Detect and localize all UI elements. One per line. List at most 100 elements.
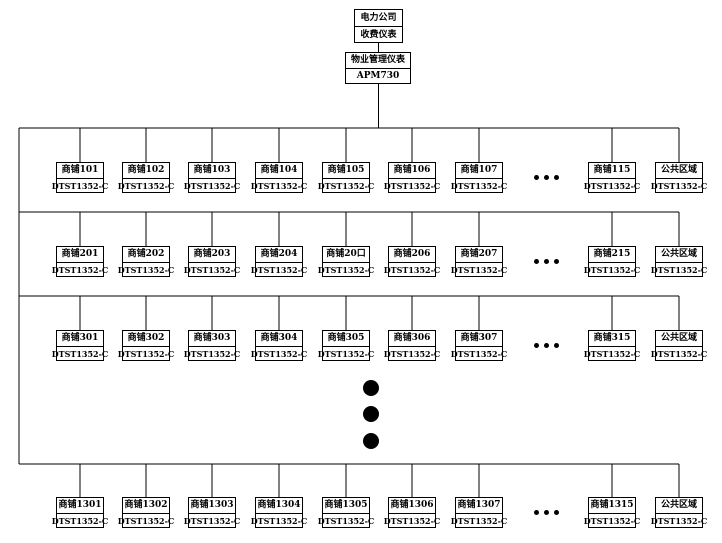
meter-location-label: 商铺105 xyxy=(327,164,365,175)
meter-model-label: DTST1352-C xyxy=(451,177,507,194)
meter-location-label: 商铺1307 xyxy=(457,499,501,510)
meter-model-label: DTST1352-C xyxy=(384,512,440,529)
meter-model-label: DTST1352-C xyxy=(651,512,707,529)
meter-model-label: DTST1352-C xyxy=(251,345,307,362)
meter-model-label: DTST1352-C xyxy=(251,512,307,529)
meter-model-label: DTST1352-C xyxy=(184,345,240,362)
meter-model-label: DTST1352-C xyxy=(318,512,374,529)
horizontal-ellipsis-dot xyxy=(533,343,539,348)
meter-box: 公共区域 DTST1352-C xyxy=(651,246,707,278)
horizontal-ellipsis-dot xyxy=(553,510,559,515)
meter-model-label: DTST1352-C xyxy=(651,345,707,362)
meter-location-label: 公共区域 xyxy=(660,499,697,510)
meter-model-label: DTST1352-C xyxy=(451,512,507,529)
utility-billing-meter-line1: 电力公司 xyxy=(360,12,397,23)
vertical-ellipsis-dot xyxy=(363,433,379,449)
vertical-ellipsis-dot xyxy=(363,406,379,422)
meter-location-label: 商铺201 xyxy=(61,248,99,259)
meter-model-label: DTST1352-C xyxy=(318,345,374,362)
meter-model-label: DTST1352-C xyxy=(251,261,307,278)
meter-model-label: DTST1352-C xyxy=(318,261,374,278)
meter-model-label: DTST1352-C xyxy=(184,261,240,278)
meter-model-label: DTST1352-C xyxy=(118,345,174,362)
meter-location-label: 商铺1301 xyxy=(58,499,102,510)
meter-location-label: 商铺106 xyxy=(393,164,431,175)
meter-model-label: DTST1352-C xyxy=(52,512,108,529)
meter-model-label: DTST1352-C xyxy=(651,261,707,278)
meter-box: 公共区域 DTST1352-C xyxy=(651,497,707,529)
meter-location-label: 商铺103 xyxy=(193,164,231,175)
meter-model-label: DTST1352-C xyxy=(118,177,174,194)
meter-model-label: DTST1352-C xyxy=(584,512,640,529)
meter-location-label: 商铺307 xyxy=(460,332,498,343)
meter-location-label: 商铺1302 xyxy=(124,499,168,510)
property-management-meter-box: 物业管理仪表 APM730 xyxy=(345,52,411,84)
meter-location-label: 商铺315 xyxy=(593,332,631,343)
horizontal-ellipsis-dot xyxy=(533,510,539,515)
horizontal-ellipsis-dot xyxy=(553,175,559,180)
meter-model-label: DTST1352-C xyxy=(52,261,108,278)
meter-model-label: DTST1352-C xyxy=(384,177,440,194)
meter-model-label: DTST1352-C xyxy=(584,345,640,362)
meter-location-label: 商铺215 xyxy=(593,248,631,259)
meter-location-label: 公共区域 xyxy=(660,164,697,175)
meter-model-label: DTST1352-C xyxy=(184,512,240,529)
meter-model-label: DTST1352-C xyxy=(584,177,640,194)
property-management-meter-line1: 物业管理仪表 xyxy=(350,55,405,65)
utility-billing-meter-box: 电力公司 收费仪表 xyxy=(354,9,403,43)
meter-location-label: 商铺301 xyxy=(61,332,99,343)
meter-location-label: 商铺206 xyxy=(393,248,431,259)
meter-location-label: 商铺305 xyxy=(327,332,365,343)
meter-model-label: DTST1352-C xyxy=(384,261,440,278)
meter-location-label: 公共区域 xyxy=(660,248,697,259)
meter-location-label: 商铺104 xyxy=(260,164,298,175)
horizontal-ellipsis-dot xyxy=(543,259,549,264)
meter-location-label: 商铺107 xyxy=(460,164,498,175)
meter-location-label: 商铺302 xyxy=(127,332,165,343)
meter-location-label: 商铺1306 xyxy=(390,499,434,510)
meter-location-label: 商铺1315 xyxy=(590,499,634,510)
meter-model-label: DTST1352-C xyxy=(384,345,440,362)
meter-model-label: DTST1352-C xyxy=(118,261,174,278)
meter-model-label: DTST1352-C xyxy=(318,177,374,194)
utility-billing-meter-line2: 收费仪表 xyxy=(355,26,402,43)
meter-model-label: DTST1352-C xyxy=(118,512,174,529)
meter-location-label: 商铺204 xyxy=(260,248,298,259)
meter-model-label: DTST1352-C xyxy=(651,177,707,194)
horizontal-ellipsis-dot xyxy=(533,259,539,264)
meter-location-label: 商铺1305 xyxy=(324,499,368,510)
horizontal-ellipsis-dot xyxy=(543,175,549,180)
meter-location-label: 商铺306 xyxy=(393,332,431,343)
meter-model-label: DTST1352-C xyxy=(251,177,307,194)
meter-box: 公共区域 DTST1352-C xyxy=(651,162,707,194)
horizontal-ellipsis-dot xyxy=(543,343,549,348)
meter-model-label: DTST1352-C xyxy=(451,261,507,278)
meter-model-label: DTST1352-C xyxy=(52,177,108,194)
